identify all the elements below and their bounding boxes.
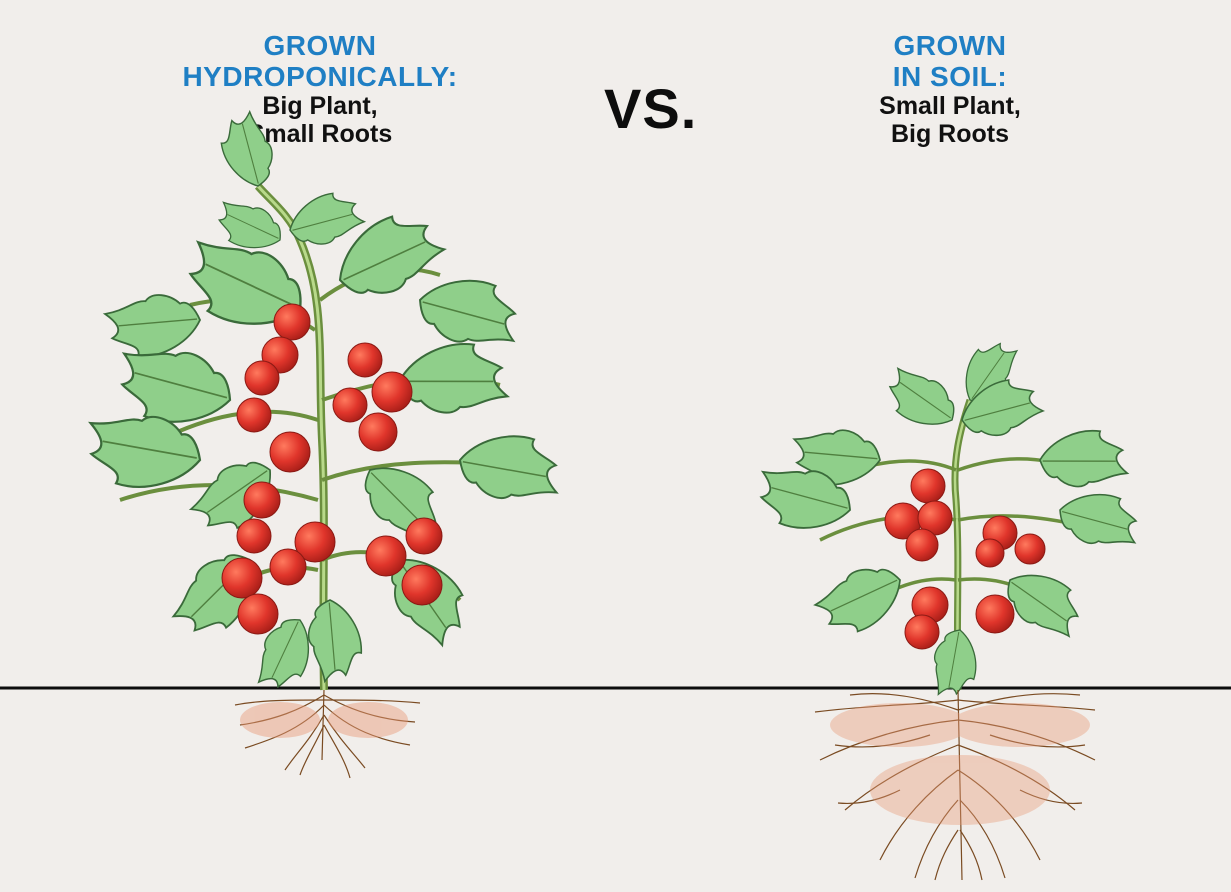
soil-plant bbox=[754, 333, 1142, 880]
hydroponic-plant bbox=[85, 109, 561, 778]
